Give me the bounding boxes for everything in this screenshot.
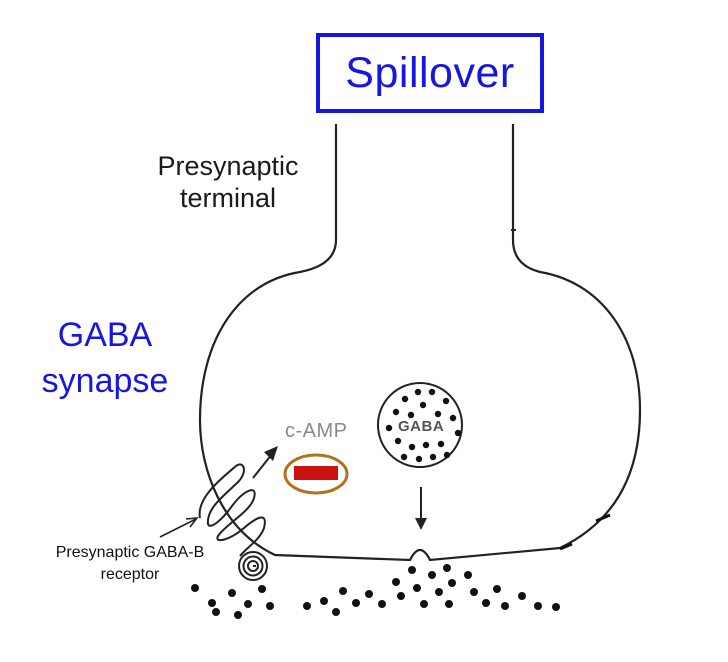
coiled-receptor-icon [198, 463, 268, 581]
receptor-pointer-arrow [159, 517, 199, 538]
spillover-title-box: Spillover [316, 33, 544, 113]
presynaptic-terminal-label: Presynaptic terminal [138, 150, 318, 215]
vesicle-gaba-label: GABA [398, 418, 445, 435]
receptor-label-line2: receptor [100, 565, 160, 583]
spillover-title: Spillover [345, 48, 515, 97]
camp-label: c-AMP [285, 420, 348, 442]
receptor-label-line1: Presynaptic GABA-B [55, 544, 205, 561]
terminal-label-line2: terminal [179, 183, 277, 214]
receptor-label: Presynaptic GABA-B receptor [30, 542, 230, 585]
membrane-mark-right [595, 513, 611, 523]
terminal-label-line1: Presynaptic [157, 151, 299, 181]
gaba-vesicle-icon [377, 382, 463, 468]
inhibition-icon [283, 453, 349, 495]
synapse-label-line1: GABA [57, 316, 153, 354]
presynaptic-terminal-outline [198, 124, 642, 562]
camp-arrow [252, 446, 278, 479]
synapse-label-line2: synapse [41, 361, 169, 400]
release-arrow [415, 487, 427, 530]
membrane-mark-lower [559, 542, 573, 551]
released-gaba-dots [191, 564, 560, 619]
gaba-synapse-label: GABA synapse [20, 313, 190, 405]
